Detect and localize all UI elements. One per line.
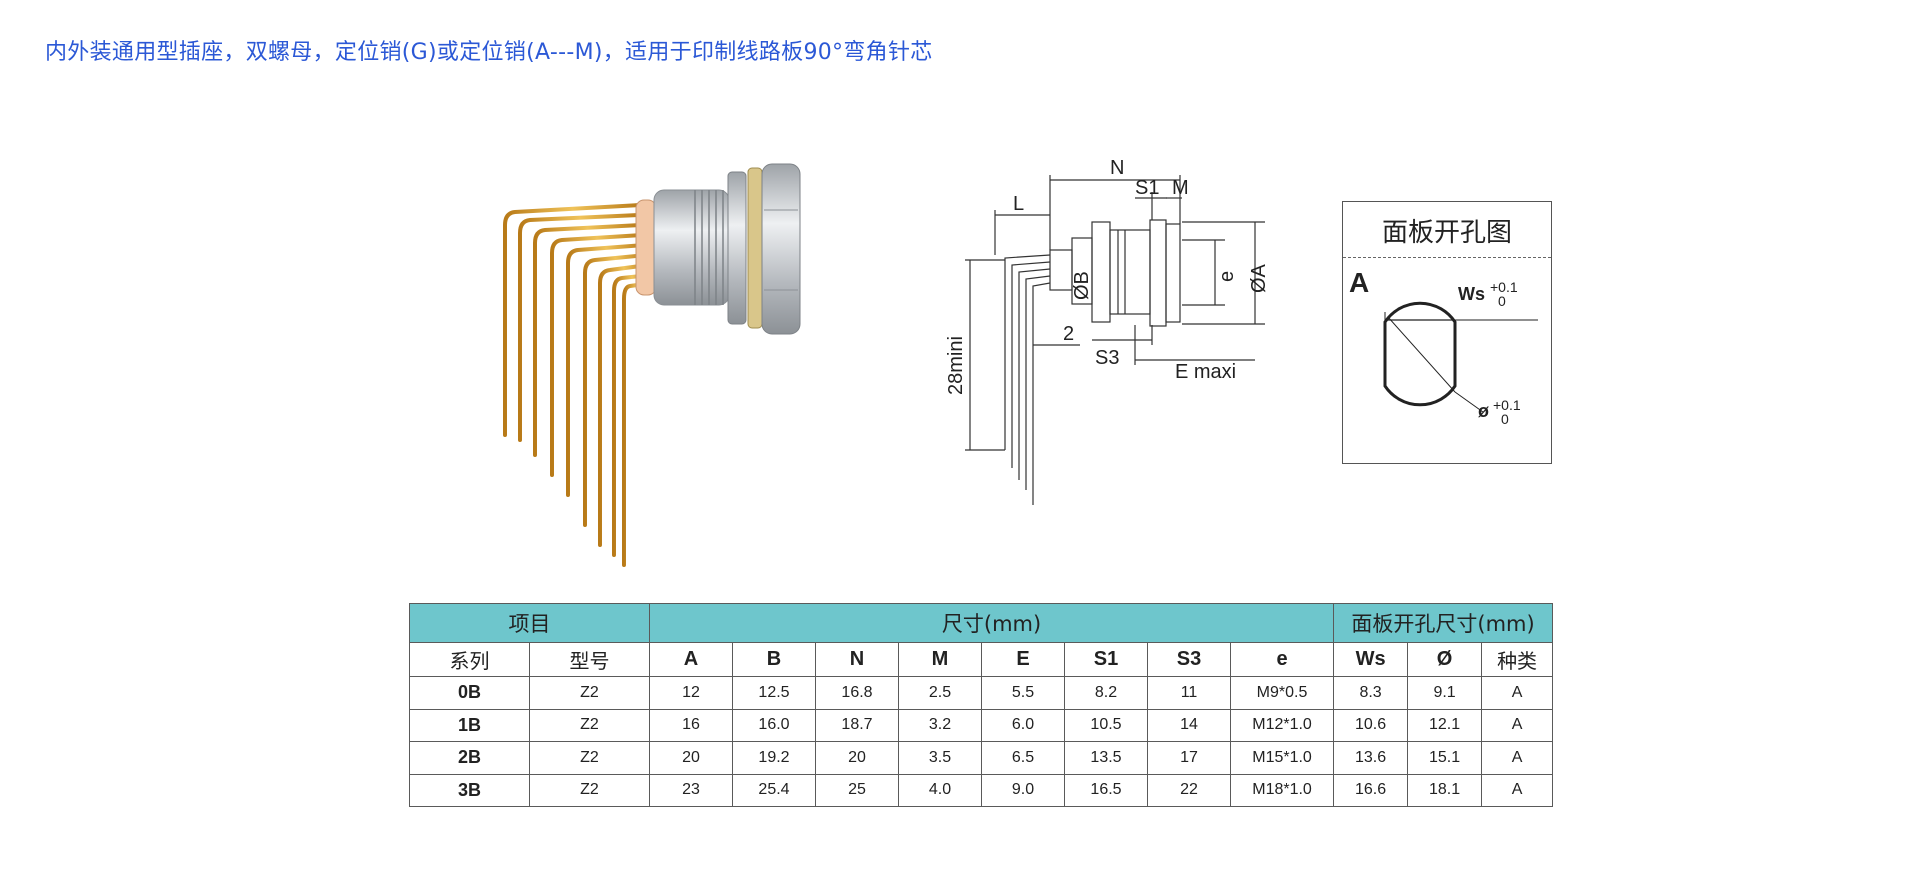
cell-s3: 11	[1147, 676, 1231, 710]
ws-tol-upper: +0.1	[1490, 279, 1518, 295]
cutout-type-label: A	[1349, 267, 1369, 298]
cell-a: 16	[649, 708, 733, 742]
cell-dia: 12.1	[1407, 708, 1483, 742]
cell-series: 3B	[409, 773, 530, 807]
cell-b: 16.0	[732, 708, 816, 742]
cell-dia: 18.1	[1407, 773, 1483, 807]
cell-a: 12	[649, 676, 733, 710]
table-row: 3B Z2 23 25.4 25 4.0 9.0 16.5 22 M18*1.0…	[409, 773, 1554, 807]
cell-s3: 22	[1147, 773, 1231, 807]
ws-label: Ws	[1458, 284, 1485, 304]
col-header-n: N	[815, 642, 899, 677]
table-row: 2B Z2 20 19.2 20 3.5 6.5 13.5 17 M15*1.0…	[409, 741, 1554, 775]
cell-m: 3.5	[898, 741, 982, 775]
cutout-title: 面板开孔图	[1381, 218, 1512, 248]
panel-cutout-diagram: 面板开孔图 A Ws +0.1 0 ø +0.1 0	[1342, 201, 1552, 464]
cell-s1: 8.2	[1064, 676, 1148, 710]
col-header-e-thread: e	[1229, 642, 1335, 677]
cell-s1: 13.5	[1064, 741, 1148, 775]
cell-n: 20	[815, 741, 899, 775]
col-header-ws: Ws	[1333, 642, 1409, 677]
label-m: M	[1172, 177, 1189, 199]
cell-a: 23	[649, 773, 733, 807]
label-n: N	[1110, 157, 1124, 179]
label-s1: S1	[1135, 177, 1159, 199]
col-header-dia: Ø	[1407, 642, 1483, 677]
cell-ws: 16.6	[1333, 773, 1409, 807]
table-row: 1B Z2 16 16.0 18.7 3.2 6.0 10.5 14 M12*1…	[409, 708, 1554, 742]
cell-s1: 16.5	[1064, 773, 1148, 807]
cell-dia: 9.1	[1407, 676, 1483, 710]
cell-m: 4.0	[898, 773, 982, 807]
cell-e-thread: M12*1.0	[1229, 708, 1335, 742]
cell-s3: 14	[1147, 708, 1231, 742]
ws-tol-lower: 0	[1498, 293, 1506, 309]
label-l: L	[1013, 193, 1024, 215]
cell-e-thread: M15*1.0	[1229, 741, 1335, 775]
cell-series: 1B	[409, 708, 530, 742]
cell-series: 0B	[409, 676, 530, 710]
label-b: ØB	[1071, 271, 1093, 300]
cell-dia: 15.1	[1407, 741, 1483, 775]
cell-a: 20	[649, 741, 733, 775]
cell-n: 25	[815, 773, 899, 807]
cell-e-thread: M9*0.5	[1229, 676, 1335, 710]
group-header-dimensions: 尺寸(mm)	[648, 603, 1335, 643]
cell-type: A	[1481, 741, 1554, 775]
dia-tol-upper: +0.1	[1493, 397, 1521, 413]
label-emaxi: E maxi	[1175, 361, 1236, 383]
cutout-divider	[1343, 257, 1551, 258]
cell-ws: 13.6	[1333, 741, 1409, 775]
cell-model: Z2	[529, 741, 650, 775]
col-header-s3: S3	[1147, 642, 1231, 677]
col-header-s1: S1	[1064, 642, 1148, 677]
col-header-series: 系列	[409, 642, 530, 677]
cell-type: A	[1481, 676, 1554, 710]
label-2: 2	[1063, 323, 1074, 345]
cell-s3: 17	[1147, 741, 1231, 775]
col-header-model: 型号	[529, 642, 650, 677]
cell-model: Z2	[529, 676, 650, 710]
cell-model: Z2	[529, 708, 650, 742]
cell-e: 6.0	[981, 708, 1065, 742]
cell-ws: 10.6	[1333, 708, 1409, 742]
cell-e: 5.5	[981, 676, 1065, 710]
cell-b: 25.4	[732, 773, 816, 807]
cell-model: Z2	[529, 773, 650, 807]
dia-label: ø	[1478, 401, 1489, 421]
col-header-e: E	[981, 642, 1065, 677]
page-title: 内外装通用型插座，双螺母，定位销(G)或定位销(A---M)，适用于印制线路板9…	[45, 40, 933, 65]
cell-m: 3.2	[898, 708, 982, 742]
table-group-header-row: 项目 尺寸(mm) 面板开孔尺寸(mm)	[409, 603, 1554, 643]
connector-photo	[503, 163, 801, 567]
cell-e: 9.0	[981, 773, 1065, 807]
cell-n: 16.8	[815, 676, 899, 710]
cell-e: 6.5	[981, 741, 1065, 775]
cell-s1: 10.5	[1064, 708, 1148, 742]
cell-b: 12.5	[732, 676, 816, 710]
cell-type: A	[1481, 708, 1554, 742]
cell-b: 19.2	[732, 741, 816, 775]
cell-series: 2B	[409, 741, 530, 775]
cell-ws: 8.3	[1333, 676, 1409, 710]
label-28mini: 28mini	[945, 336, 967, 395]
col-header-type: 种类	[1481, 642, 1554, 677]
dimension-drawing: N L S1 M ØB e ØA 2 S3 E maxi 28mini	[945, 157, 1270, 505]
cell-type: A	[1481, 773, 1554, 807]
cell-e-thread: M18*1.0	[1229, 773, 1335, 807]
table-row: 0B Z2 12 12.5 16.8 2.5 5.5 8.2 11 M9*0.5…	[409, 676, 1554, 710]
label-s3: S3	[1095, 347, 1119, 369]
cell-m: 2.5	[898, 676, 982, 710]
spec-table: 项目 尺寸(mm) 面板开孔尺寸(mm) 系列 型号 A B N M E S1 …	[409, 603, 1554, 807]
group-header-cutout: 面板开孔尺寸(mm)	[1333, 603, 1554, 643]
col-header-a: A	[649, 642, 733, 677]
col-header-b: B	[732, 642, 816, 677]
table-column-header-row: 系列 型号 A B N M E S1 S3 e Ws Ø 种类	[409, 642, 1554, 677]
label-a: ØA	[1248, 263, 1270, 293]
col-header-m: M	[898, 642, 982, 677]
cell-n: 18.7	[815, 708, 899, 742]
group-header-item: 项目	[409, 603, 650, 643]
label-e-small: e	[1216, 271, 1238, 282]
dia-tol-lower: 0	[1501, 411, 1509, 427]
